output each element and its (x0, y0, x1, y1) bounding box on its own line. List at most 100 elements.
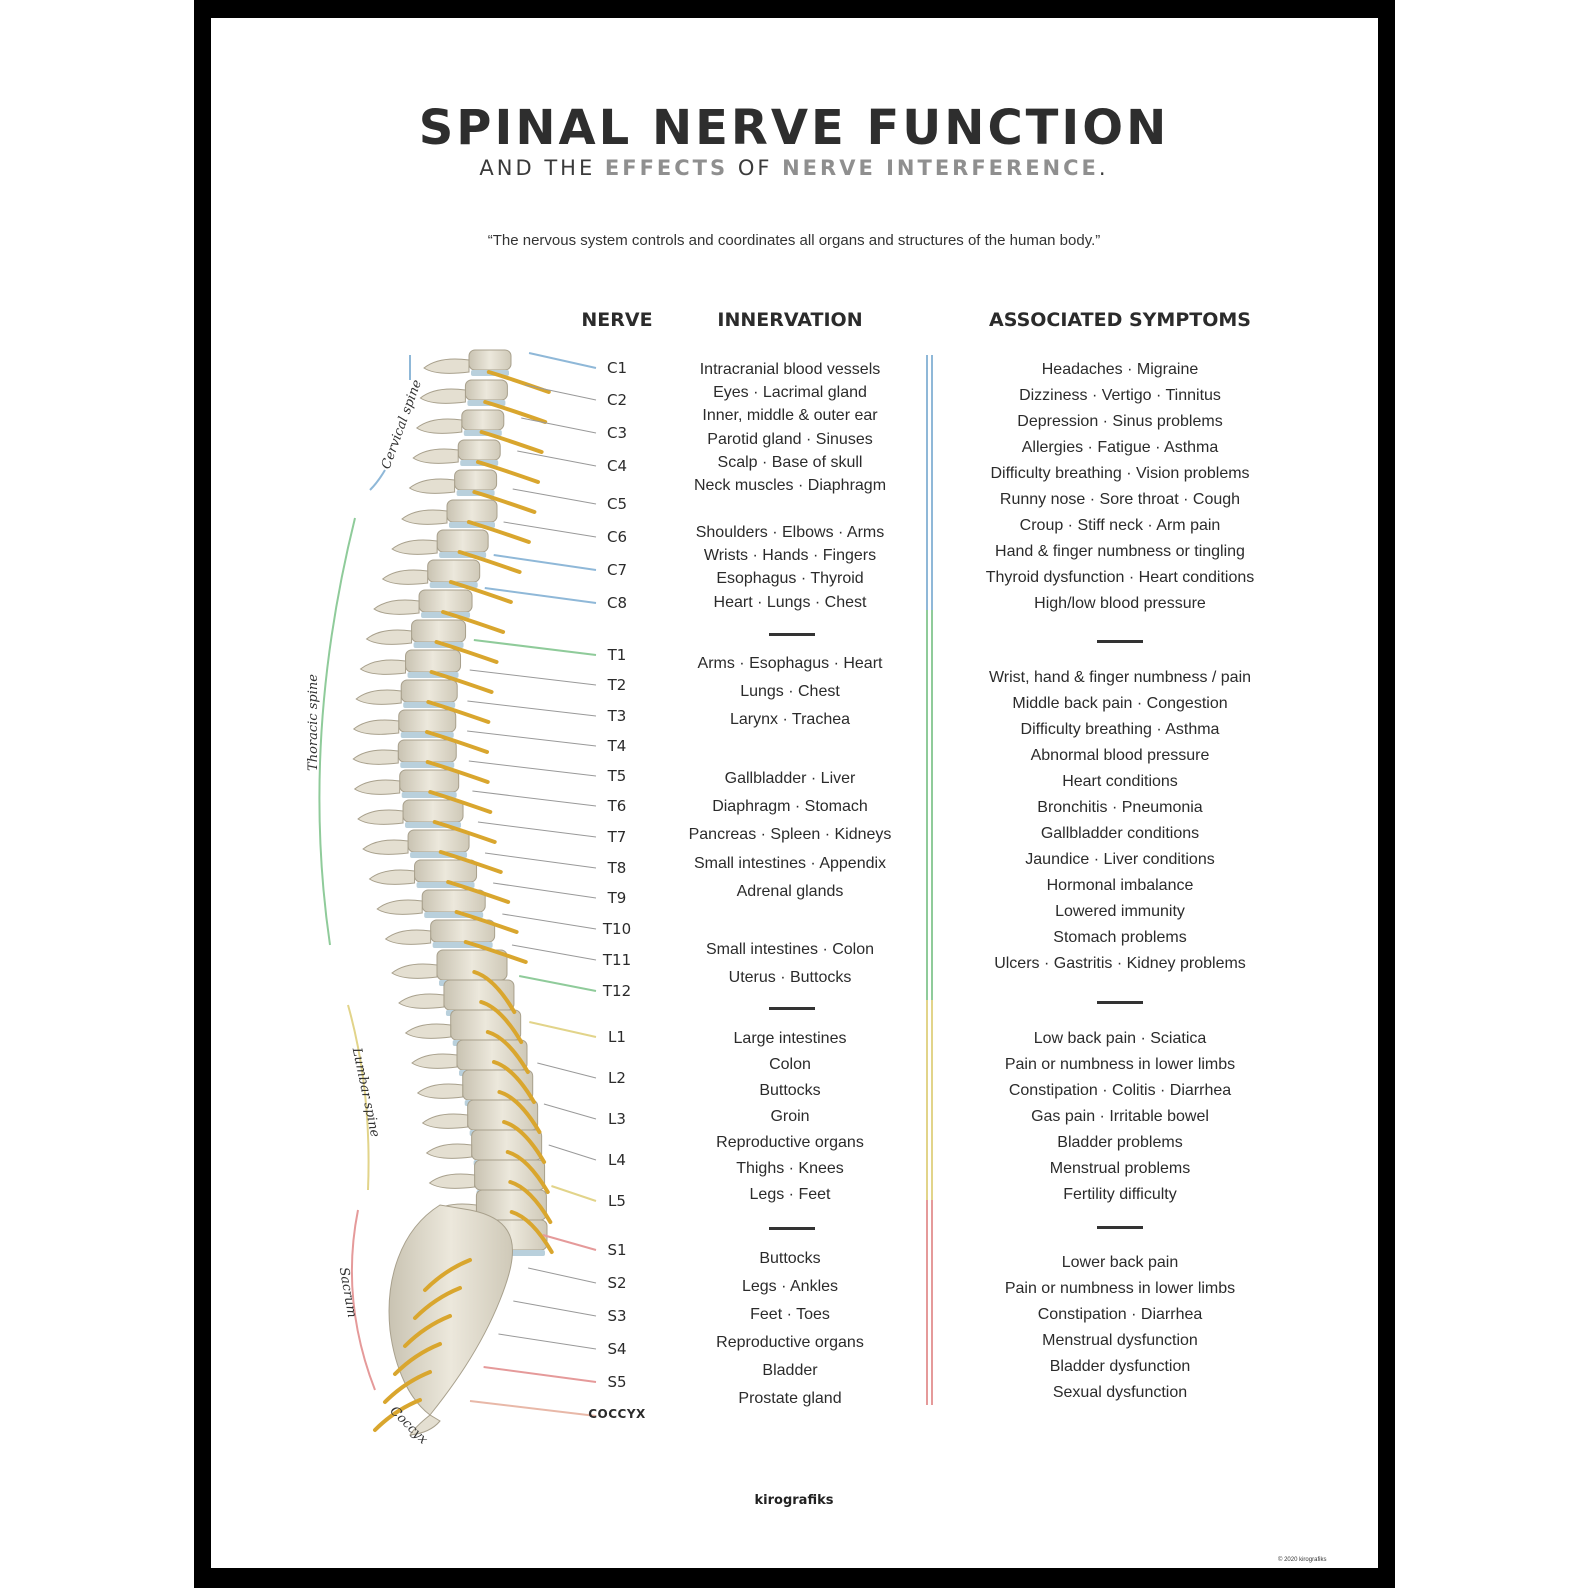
symptoms-divider (1097, 640, 1143, 643)
vertebra-body (430, 919, 496, 943)
symptom-item: Allergies · Fatigue · Asthma (1021, 439, 1219, 456)
spinous-process (404, 1023, 452, 1039)
spinous-process (365, 629, 413, 645)
vertebra-body (407, 829, 470, 853)
symptom-item: High/low blood pressure (1034, 595, 1206, 612)
leader-line (518, 975, 597, 992)
spinous-process (401, 509, 448, 525)
symptom-item: Fertility difficulty (1063, 1186, 1177, 1203)
innervation-item: Larynx · Trachea (729, 711, 851, 728)
innervation-item: Shoulders · Elbows · Arms (695, 524, 885, 541)
nerve-label: L5 (608, 1192, 626, 1210)
nerve-label: C2 (606, 391, 628, 409)
leader-line (503, 521, 597, 538)
spinous-process (381, 569, 429, 585)
nerve-root (425, 730, 490, 754)
nerve-root (505, 1150, 550, 1194)
nerve-label: C6 (606, 528, 628, 546)
vertebra-body (436, 529, 489, 553)
leader-line (467, 730, 597, 747)
leader-line (517, 450, 597, 467)
innervation-item: Buttocks (759, 1250, 821, 1267)
nerve-label: T6 (607, 797, 627, 815)
symptom-item: Gas pain · Irritable bowel (1031, 1108, 1209, 1125)
symptom-item: Hand & finger numbness or tingling (995, 543, 1245, 560)
vertebra-body (397, 739, 457, 763)
nerve-label: T8 (607, 859, 627, 877)
symptom-item: Thyroid dysfunction · Heart conditions (985, 569, 1255, 586)
nerve-label: T3 (607, 707, 627, 725)
spine-illustration (318, 349, 597, 1436)
nerve-root (383, 1370, 432, 1404)
innervation-item: Reproductive organs (716, 1334, 864, 1351)
leader-line (537, 1062, 597, 1079)
innervation-item: Wrists · Hands · Fingers (703, 547, 877, 564)
symptoms-divider (1097, 1226, 1143, 1229)
nerve-root (434, 640, 499, 664)
symptom-item: Gallbladder conditions (1040, 825, 1200, 842)
innervation-item: Uterus · Buttocks (728, 969, 852, 986)
nerve-label: S1 (607, 1241, 627, 1259)
leader-line (513, 1300, 597, 1317)
nerve-label: C1 (606, 359, 628, 377)
innervation-item: Buttocks (759, 1082, 821, 1099)
innervation-item: Legs · Ankles (741, 1278, 839, 1295)
symptom-item: Constipation · Diarrhea (1037, 1306, 1203, 1323)
nerve-label: S3 (607, 1307, 627, 1325)
spinous-process (421, 1113, 469, 1129)
nerve-root (509, 1210, 554, 1254)
innervation-item: Gallbladder · Liver (724, 770, 856, 787)
symptom-item: Difficulty breathing · Asthma (1020, 721, 1220, 738)
nerve-root (426, 700, 491, 724)
nerve-root (497, 1090, 542, 1134)
innervation-item: Bladder (762, 1362, 818, 1379)
nerve-root (479, 430, 544, 454)
nerve-root (479, 1000, 524, 1044)
spinous-process (416, 1083, 464, 1099)
nerve-root (457, 550, 522, 574)
brand-logo: kirografiks (754, 1493, 834, 1508)
region-color-rule (926, 355, 933, 1405)
vertebra-body (402, 799, 464, 823)
nerve-label: T7 (607, 828, 627, 846)
nerve-root (454, 910, 519, 934)
leader-line (551, 1185, 597, 1202)
leader-line (511, 944, 597, 961)
symptom-item: Stomach problems (1053, 929, 1187, 946)
nerve-label: C3 (606, 424, 628, 442)
nerve-label: S4 (607, 1340, 627, 1358)
symptom-item: Runny nose · Sore throat · Cough (999, 491, 1241, 508)
spinous-process (398, 993, 445, 1009)
symptom-item: Lowered immunity (1055, 903, 1185, 920)
spinous-process (425, 1143, 473, 1159)
region-label-thoracic: Thoracic spine (305, 674, 321, 771)
leader-line (502, 913, 597, 930)
leader-line (469, 669, 597, 686)
symptom-item: Hormonal imbalance (1046, 877, 1194, 894)
spinous-process (359, 659, 407, 675)
spinous-process (428, 1173, 476, 1189)
innervation-item: Reproductive organs (716, 1134, 864, 1151)
leader-line (498, 1333, 597, 1350)
region-bracket (350, 1209, 376, 1391)
leader-line (493, 882, 597, 899)
region-brackets (318, 355, 411, 1391)
nerve-root (486, 370, 551, 394)
nerve-root (476, 460, 540, 484)
nerve-label: L2 (608, 1069, 626, 1087)
spinous-process (411, 1053, 458, 1069)
vertebra-body (414, 859, 478, 883)
innervation-item: Parotid gland · Sinuses (707, 431, 873, 448)
region-bracket (369, 469, 386, 491)
nerve-label: S5 (607, 1373, 627, 1391)
leader-line (477, 821, 597, 838)
innervation-item: Scalp · Base of skull (717, 454, 863, 471)
leader-line (467, 700, 597, 717)
nerve-label: C8 (606, 594, 628, 612)
vertebra-body (464, 379, 508, 401)
coccyx (409, 1414, 441, 1436)
symptom-item: Depression · Sinus problems (1017, 413, 1223, 430)
leader-line (473, 639, 597, 656)
nerve-root (403, 1314, 452, 1348)
innervation-item: Small intestines · Appendix (693, 855, 887, 872)
